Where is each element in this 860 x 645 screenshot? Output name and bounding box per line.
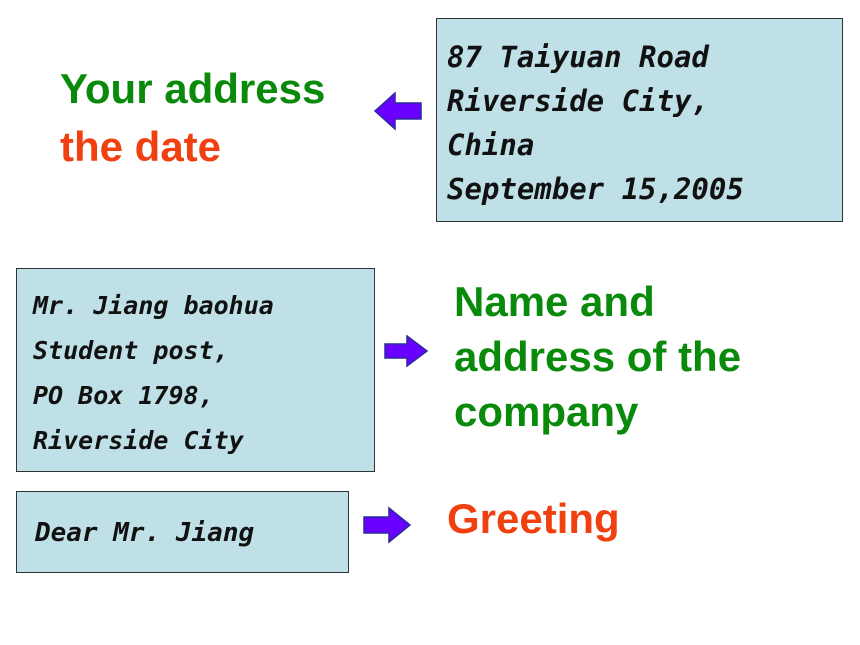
address-label-line1: Your address xyxy=(60,65,326,112)
greeting-label: Greeting xyxy=(447,490,620,548)
greeting-box: Dear Mr. Jiang xyxy=(16,491,349,573)
recipient-label-line3: company xyxy=(454,388,639,435)
recipient-label-line2: address of the xyxy=(454,333,742,380)
arrow-right-shape xyxy=(384,334,429,368)
arrow-left-shape xyxy=(373,91,422,131)
arrow-left-icon xyxy=(373,91,422,131)
return-address-box: 87 Taiyuan Road Riverside City, China Se… xyxy=(436,18,843,222)
recipient-address-box: Mr. Jiang baohua Student post, PO Box 17… xyxy=(16,268,375,472)
recipient-label: Name and address of the company xyxy=(454,274,741,439)
recipient-line-pobox: PO Box 1798, xyxy=(33,381,214,410)
address-line-date: September 15,2005 xyxy=(447,172,744,206)
address-line-country: China xyxy=(447,128,535,162)
arrow-right-icon xyxy=(363,506,412,544)
recipient-line-name: Mr. Jiang baohua xyxy=(33,291,274,320)
address-line-street: 87 Taiyuan Road xyxy=(447,40,709,74)
address-label-line2: the date xyxy=(60,123,222,170)
greeting-box-text: Dear Mr. Jiang xyxy=(35,518,255,548)
recipient-label-line1: Name and xyxy=(454,278,655,325)
arrow-right-icon xyxy=(384,334,429,368)
recipient-line-post: Student post, xyxy=(33,336,229,365)
greeting-label-text: Greeting xyxy=(447,495,620,542)
arrow-right-shape xyxy=(363,506,412,544)
address-label: Your address the date xyxy=(60,60,325,176)
recipient-line-city: Riverside City xyxy=(33,426,244,455)
address-line-city: Riverside City, xyxy=(447,84,709,118)
